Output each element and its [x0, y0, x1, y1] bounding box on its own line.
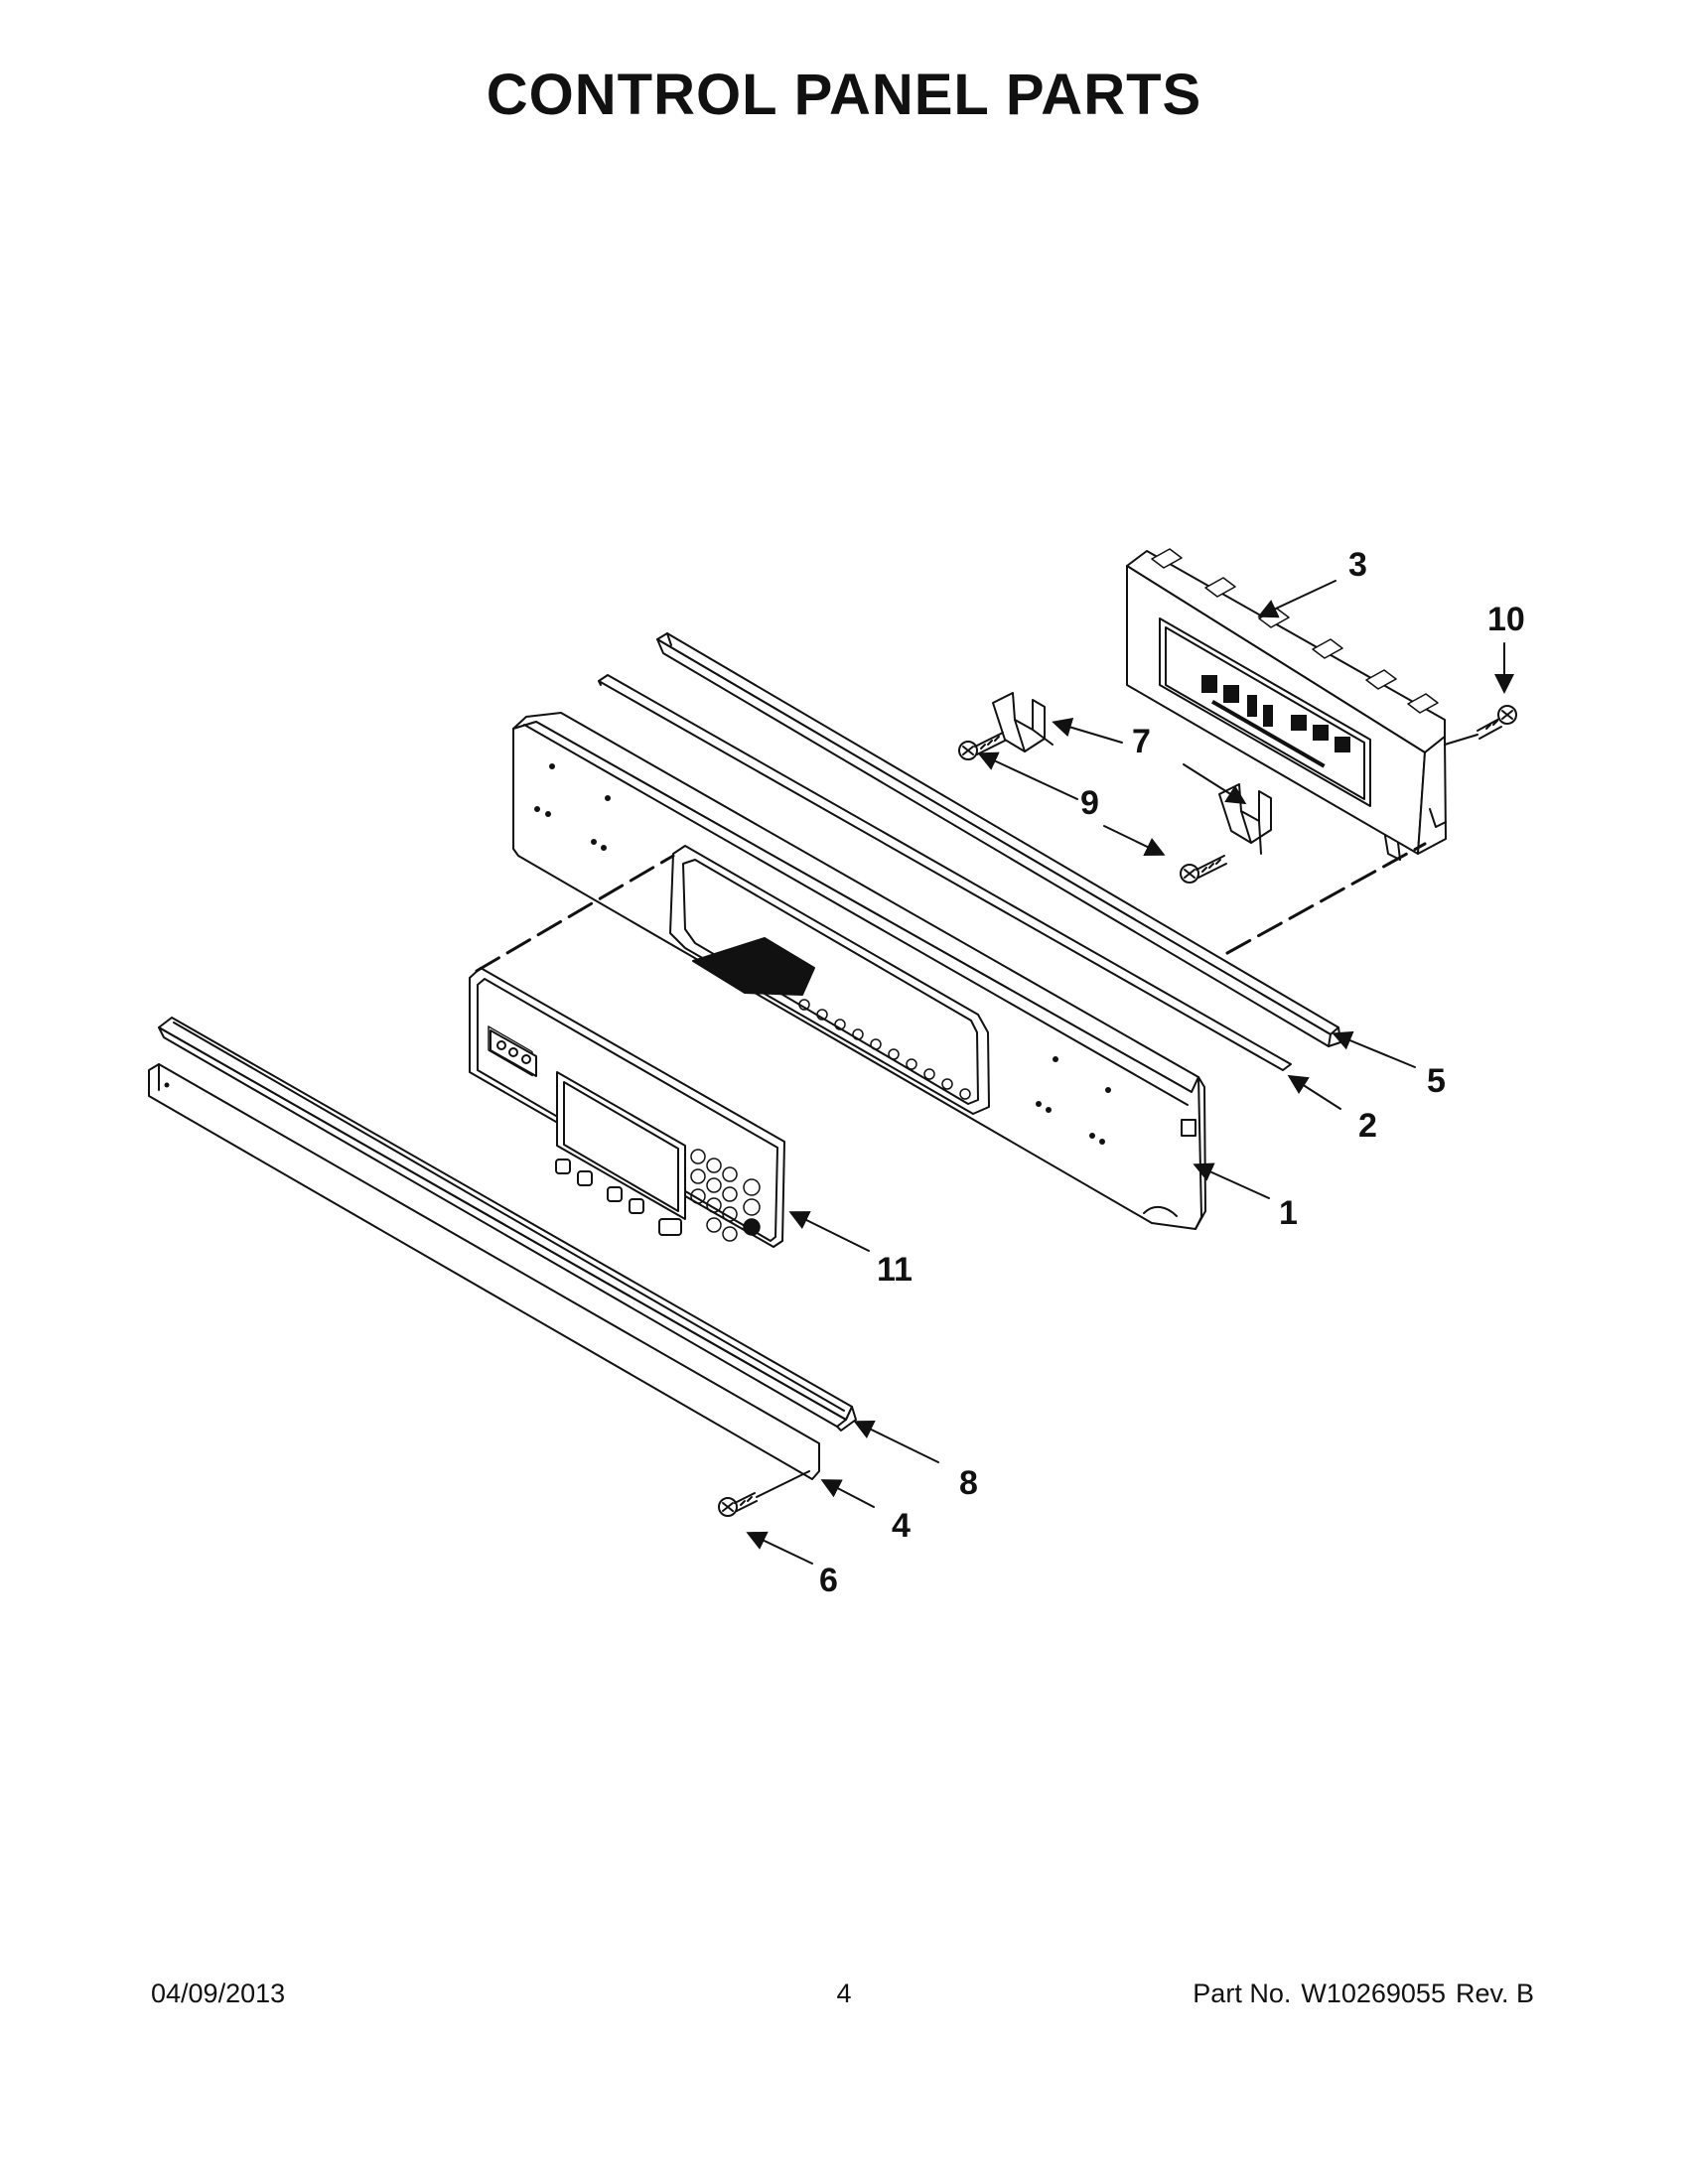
- lower-channel-part: [158, 1017, 857, 1432]
- footer-revision: Rev. B: [1455, 1979, 1534, 2008]
- callout-11: 11: [877, 1251, 913, 1289]
- footer-date: 04/09/2013: [151, 1979, 286, 2008]
- connector-pins: [798, 999, 971, 1100]
- callout-5: 5: [1427, 1062, 1446, 1100]
- membrane-panel-part: [469, 967, 785, 1248]
- callout-7-upper: 7: [1132, 723, 1151, 760]
- callout-9-upper: 9: [1080, 784, 1099, 822]
- leader-lines: [746, 580, 1514, 1565]
- callout-4: 4: [892, 1507, 911, 1545]
- trim-strip-part: [598, 674, 1292, 1071]
- lower-trim-part: [148, 1063, 820, 1480]
- page-title: CONTROL PANEL PARTS: [486, 63, 1202, 127]
- footer-page-number: 4: [836, 1979, 852, 2008]
- callout-10: 10: [1487, 601, 1525, 638]
- screw-part-10: [1444, 705, 1517, 746]
- assembly-dashed-lines: [475, 842, 1427, 973]
- footer-part-value: W10269055: [1301, 1979, 1446, 2008]
- callout-labels: 3 10 7 9 5 2 1 11 8 4 6: [819, 546, 1525, 1599]
- control-board-part: [1126, 548, 1447, 861]
- upper-rail-part: [656, 632, 1341, 1047]
- footer-part-number: Part No. W10269055 Rev. B: [1183, 1979, 1534, 2009]
- callout-3: 3: [1348, 546, 1367, 584]
- callout-8: 8: [959, 1464, 978, 1502]
- footer-part-label: Part No.: [1193, 1979, 1292, 2008]
- console-housing-part: [512, 712, 1206, 1230]
- bracket-part-upper: [992, 692, 1054, 752]
- callout-1: 1: [1279, 1194, 1298, 1232]
- callout-2: 2: [1358, 1107, 1377, 1145]
- screw-part-9a: [958, 732, 1006, 760]
- screw-part-9b: [1180, 855, 1227, 884]
- keypad: [690, 1149, 761, 1242]
- bracket-part-lower: [1218, 783, 1272, 855]
- callout-6: 6: [819, 1562, 838, 1599]
- screw-part-6: [718, 1470, 810, 1517]
